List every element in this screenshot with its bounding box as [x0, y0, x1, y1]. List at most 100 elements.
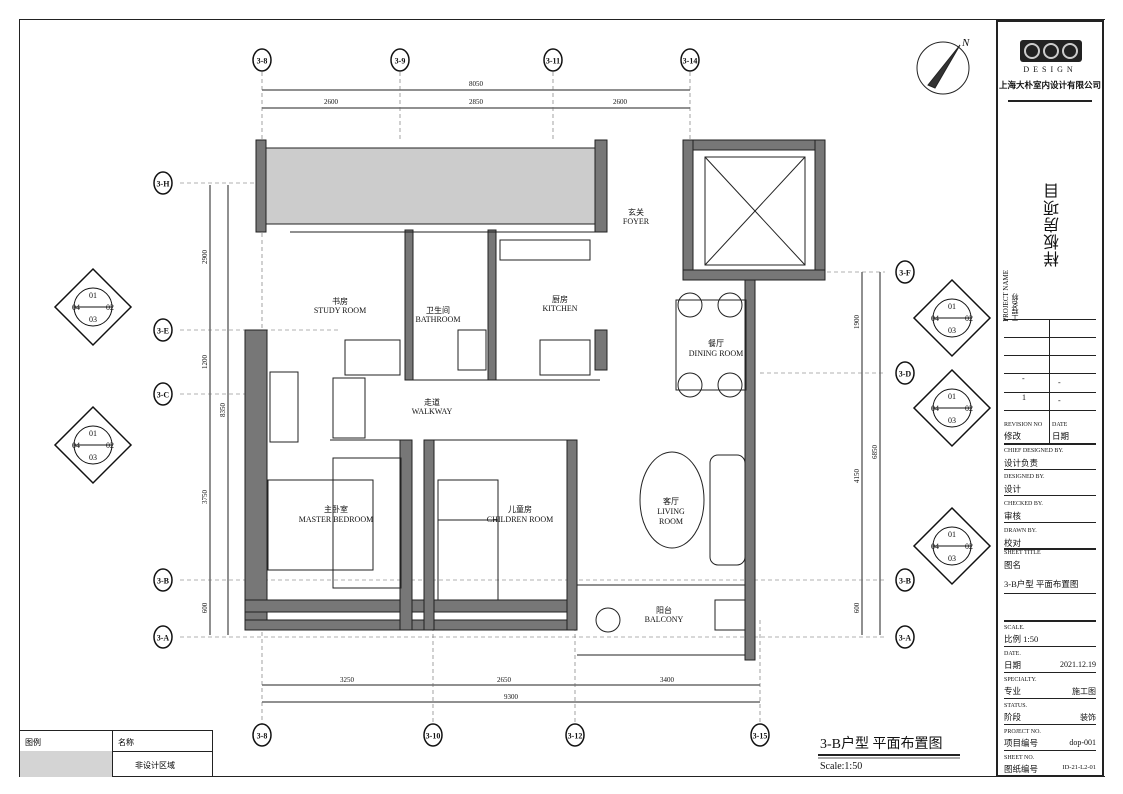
grid-bottom-label: 3-12: [568, 732, 583, 741]
room-master-en: MASTER BEDROOM: [299, 515, 373, 524]
sheet-title-label: SHEET TITLE: [1004, 550, 1041, 556]
grid-left-label: 3-A: [157, 634, 170, 643]
room-balcony-cn: 阳台: [656, 605, 672, 615]
drawn-label: DRAWN BY.: [1004, 528, 1037, 534]
checked-label: CHECKED BY.: [1004, 501, 1043, 507]
index-number: 04: [931, 542, 939, 551]
grid-right-bubble: [895, 568, 915, 592]
legend-header-name: 名称: [118, 738, 134, 747]
sheet-no-label: SHEET NO.: [1004, 755, 1035, 761]
revision-label: REVISION NO: [1004, 422, 1043, 428]
drawing-scale: Scale:1:50: [820, 761, 862, 772]
project-name-en: PROJECT NAME: [1002, 270, 1010, 322]
grid-bottom-label: 3-10: [426, 732, 441, 741]
project-title: 样板房项目: [1045, 182, 1062, 267]
room-dining-en: DINING ROOM: [689, 349, 743, 358]
index-number: 02: [106, 303, 114, 312]
room-study-en: STUDY ROOM: [314, 306, 366, 315]
dim-top: 2850: [469, 98, 484, 106]
dining-chairs: [677, 292, 743, 398]
room-study-cn: 书房: [332, 296, 348, 306]
sheet-title: 3-B户型 平面布置图: [1004, 579, 1079, 589]
chief-label: CHIEF DESIGNED BY.: [1004, 448, 1064, 454]
index-number: 04: [72, 303, 80, 312]
grid-bottom-bubble: [750, 723, 770, 747]
dim-top: 2600: [324, 98, 339, 106]
date-label: DATE: [1052, 422, 1068, 428]
sofa: [709, 454, 746, 566]
project-name-cn: 工程名称: [1011, 293, 1019, 322]
dim-bottom: 2650: [497, 676, 512, 684]
revision-date: -: [1058, 396, 1061, 405]
drawing-frame: [19, 19, 1105, 777]
project-no-value: dop-001: [1069, 738, 1096, 747]
room-children-en: CHILDREN ROOM: [487, 515, 553, 524]
index-number: 04: [931, 404, 939, 413]
grid-bottom-label: 3-8: [257, 732, 268, 741]
scale-value: 比例 1:50: [1004, 634, 1039, 644]
dim-left: 600: [201, 602, 209, 613]
grid-right-label: 3-B: [899, 577, 912, 586]
grid-bottom-bubble: [252, 723, 272, 747]
dim-left: 1200: [201, 355, 209, 370]
status-value: 装饰: [1080, 713, 1096, 722]
index-number: 03: [948, 416, 956, 425]
index-number: 03: [948, 554, 956, 563]
dim-right: 4150: [853, 469, 861, 484]
index-number: 02: [965, 542, 973, 551]
walls: [244, 139, 826, 661]
grid-top-label: 3-14: [683, 57, 698, 66]
north-arrow: [916, 41, 970, 95]
grid-top-bubble: [390, 48, 410, 72]
grid-bottom-bubble: [423, 723, 443, 747]
grid-left-bubble: [153, 382, 173, 406]
room-living-en: LIVING ROOM: [657, 507, 685, 526]
master-bed: [267, 479, 374, 571]
room-living-cn: 客厅: [663, 496, 679, 506]
elevation-index-mark: 01 02 03 04: [912, 506, 992, 586]
room-bathroom-cn: 卫生间: [426, 305, 450, 315]
room-foyer-en: FOYER: [623, 217, 650, 226]
balcony-table: [595, 607, 621, 633]
room-dining-cn: 餐厅: [708, 339, 724, 348]
project-no-label-cn: 项目编号: [1004, 738, 1039, 748]
specialty-label: SPECIALTY.: [1004, 677, 1037, 683]
dim-top-total: 8050: [469, 80, 484, 88]
index-number: 03: [89, 453, 97, 462]
index-number: 01: [948, 530, 956, 539]
room-balcony-en: BALCONY: [645, 615, 684, 624]
grid-right-label: 3-F: [899, 269, 911, 278]
date-value: 2021.12.19: [1060, 660, 1096, 669]
index-number: 03: [948, 326, 956, 335]
room-walkway-cn: 走道: [424, 397, 440, 407]
room-foyer-cn: 玄关: [628, 207, 644, 217]
grid-left-label: 3-E: [157, 327, 169, 336]
index-number: 01: [89, 291, 97, 300]
index-number: 04: [931, 314, 939, 323]
drawn-label-cn: 校对: [1004, 538, 1022, 548]
room-bathroom-en: BATHROOM: [416, 315, 461, 324]
dim-left: 2900: [201, 250, 209, 265]
grid-right-label: 3-A: [899, 634, 912, 643]
dim-bottom-total: 9300: [504, 693, 519, 701]
room-children-cn: 儿童房: [508, 504, 532, 514]
project-no-label: PROJECT NO.: [1004, 729, 1041, 735]
date-label-2: DATE.: [1004, 651, 1021, 657]
designed-label: DESIGNED BY.: [1004, 474, 1045, 480]
index-number: 02: [965, 314, 973, 323]
room-kitchen-cn: 厨房: [552, 294, 568, 304]
grid-left-label: 3-H: [157, 180, 171, 189]
grid-bottom-bubble: [565, 723, 585, 747]
legend-header-symbol: 图例: [25, 738, 41, 747]
grid-top-bubble: [543, 48, 563, 72]
specialty-label-cn: 专业: [1004, 686, 1022, 696]
grid-left-label: 3-B: [157, 577, 170, 586]
dim-top: 2600: [613, 98, 628, 106]
index-number: 02: [106, 441, 114, 450]
dim-bottom: 3400: [660, 676, 675, 684]
